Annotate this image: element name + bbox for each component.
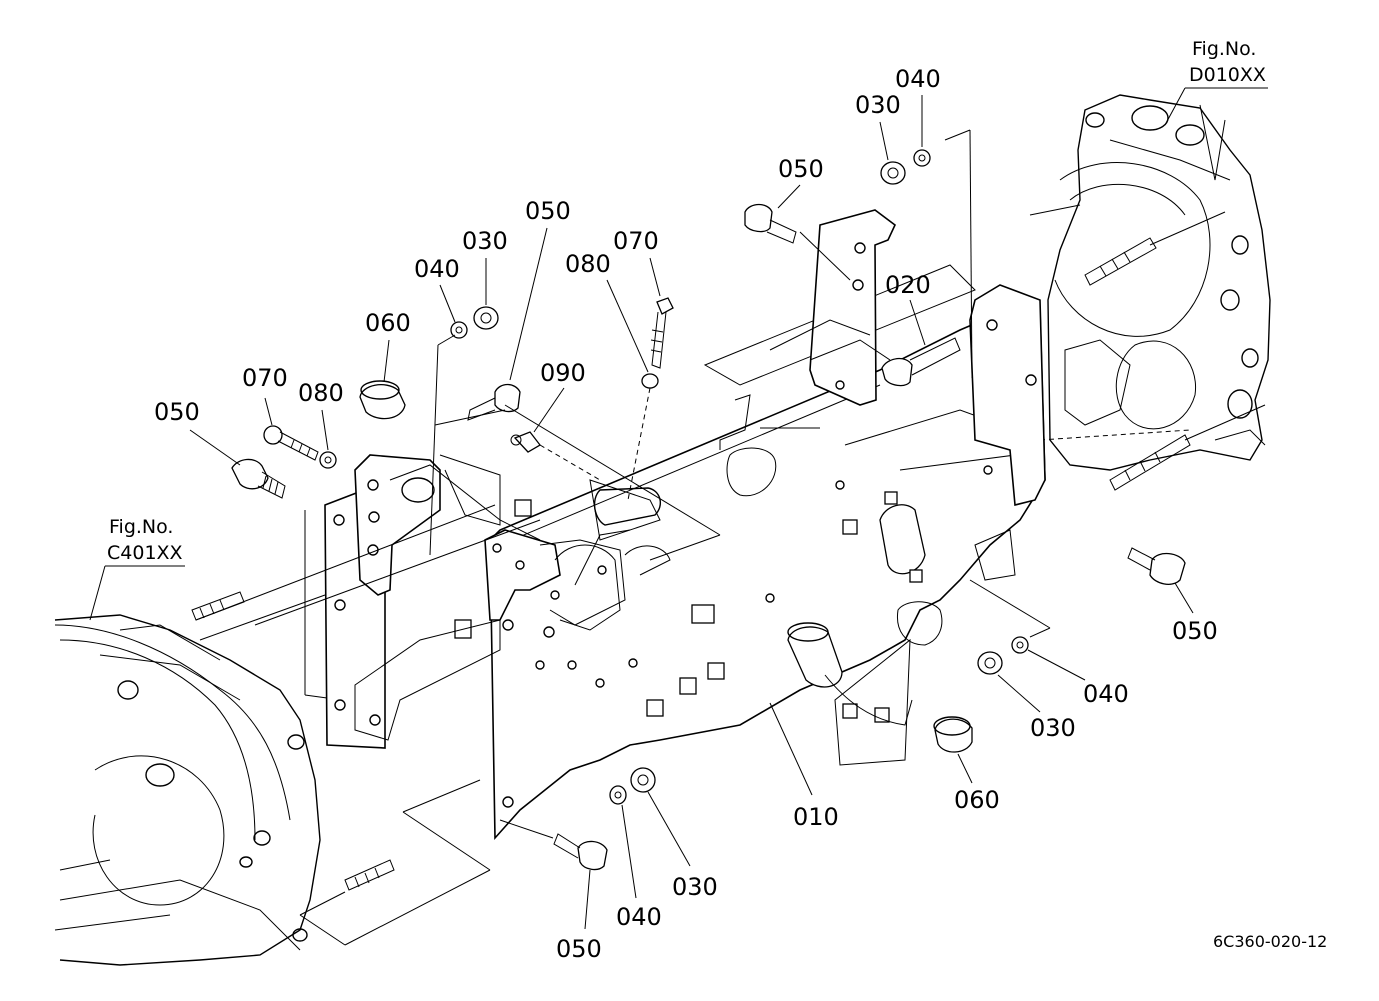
bolt-050-left (231, 458, 286, 499)
stud-left-upper (191, 591, 245, 621)
callout-070-left: 070 (242, 364, 288, 392)
callout-050-upper-center: 050 (525, 197, 571, 225)
left-bracket-assembly (324, 454, 626, 749)
callout-030-right: 030 (1030, 714, 1076, 742)
callout-070-vertical: 070 (613, 227, 659, 255)
callout-080-vertical: 080 (565, 250, 611, 278)
assembly-lines (195, 129, 1266, 946)
fig-ref-d010xx-line2: D010XX (1189, 64, 1266, 86)
pin-020 (881, 337, 961, 387)
nut-080-left (319, 451, 337, 469)
bolt-050-right (1127, 547, 1186, 585)
nut-030-right (977, 651, 1003, 675)
callout-050-left: 050 (154, 398, 200, 426)
stud-left-lower (344, 859, 395, 891)
nut-030-bottom (630, 767, 656, 793)
bushing-010-boss (787, 622, 913, 726)
bushing-060-left (359, 380, 406, 420)
nut-080-vertical (641, 373, 659, 389)
bolt-050-bottom (553, 833, 608, 871)
stud-right-lower (1109, 434, 1191, 491)
callout-030-upper: 030 (855, 91, 901, 119)
callout-040-upper: 040 (895, 65, 941, 93)
nut-030-upper-left (473, 306, 499, 330)
washer-040-upper (913, 149, 931, 167)
callout-010: 010 (793, 803, 839, 831)
callout-080-left: 080 (298, 379, 344, 407)
fig-ref-c401xx-line1: Fig.No. (109, 516, 173, 538)
callout-030-bottom: 030 (672, 873, 718, 901)
grease-fitting-090 (510, 431, 541, 453)
callout-020: 020 (885, 271, 931, 299)
bolt-070-left (263, 425, 319, 461)
callout-050-right: 050 (1172, 617, 1218, 645)
figure-reference-d010xx: Fig.No. D010XX (1189, 38, 1266, 86)
fig-ref-c401xx-line2: C401XX (107, 542, 183, 564)
drawing-code: 6C360-020-12 (1213, 932, 1327, 951)
callout-030-upper-left: 030 (462, 227, 508, 255)
transmission-housing-left (54, 614, 321, 966)
bolt-070-vertical (650, 297, 674, 369)
callout-040-upper-left: 040 (414, 255, 460, 283)
callout-050-upper: 050 (778, 155, 824, 183)
nut-030-upper (880, 161, 906, 185)
stud-right-upper (1084, 237, 1157, 286)
callout-060-right: 060 (954, 786, 1000, 814)
upper-bracket (769, 209, 1046, 507)
callout-050-bottom: 050 (556, 935, 602, 963)
bushing-060-right (933, 716, 973, 753)
figure-reference-c401xx: Fig.No. C401XX (107, 516, 183, 564)
callout-060-left: 060 (365, 309, 411, 337)
bolt-050-upper (744, 203, 797, 244)
bolt-050-upper-center (467, 383, 521, 421)
leader-lines (89, 87, 1268, 930)
callout-090: 090 (540, 359, 586, 387)
washer-040-bottom (609, 785, 627, 805)
washer-040-upper-left (450, 321, 468, 339)
center-linkage (554, 479, 671, 631)
transmission-housing-right (1029, 94, 1271, 471)
callout-040-bottom: 040 (616, 903, 662, 931)
fig-ref-d010xx-line1: Fig.No. (1192, 38, 1256, 60)
washer-040-right (1011, 636, 1029, 654)
callout-040-right: 040 (1083, 680, 1129, 708)
